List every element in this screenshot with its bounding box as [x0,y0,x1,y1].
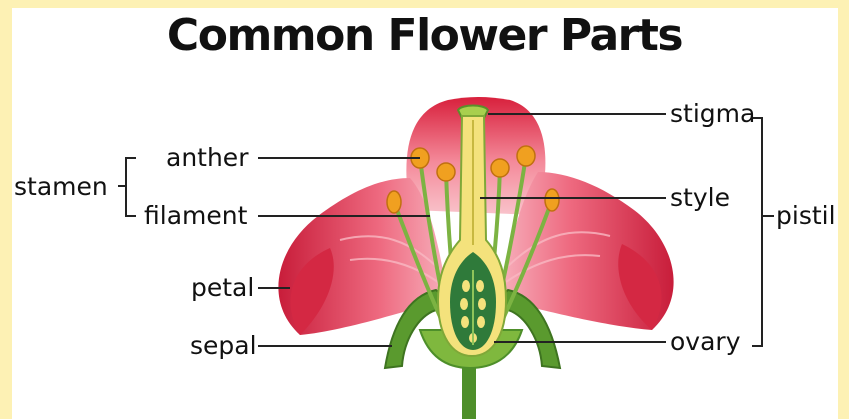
anther-4 [491,159,509,177]
label-stamen: stamen [14,172,108,202]
label-anther: anther [166,143,248,173]
pistil-bracket [752,118,774,346]
label-sepal: sepal [190,331,257,361]
stamen-bracket [118,158,136,216]
label-stigma: stigma [670,99,755,129]
label-pistil: pistil [776,201,836,231]
anther-5 [517,146,535,166]
label-style: style [670,183,730,213]
label-filament: filament [144,201,247,231]
anther-6 [545,189,559,211]
anther-2 [437,163,455,181]
label-petal: petal [191,273,254,303]
anther-3 [387,191,401,213]
label-ovary: ovary [670,327,740,357]
